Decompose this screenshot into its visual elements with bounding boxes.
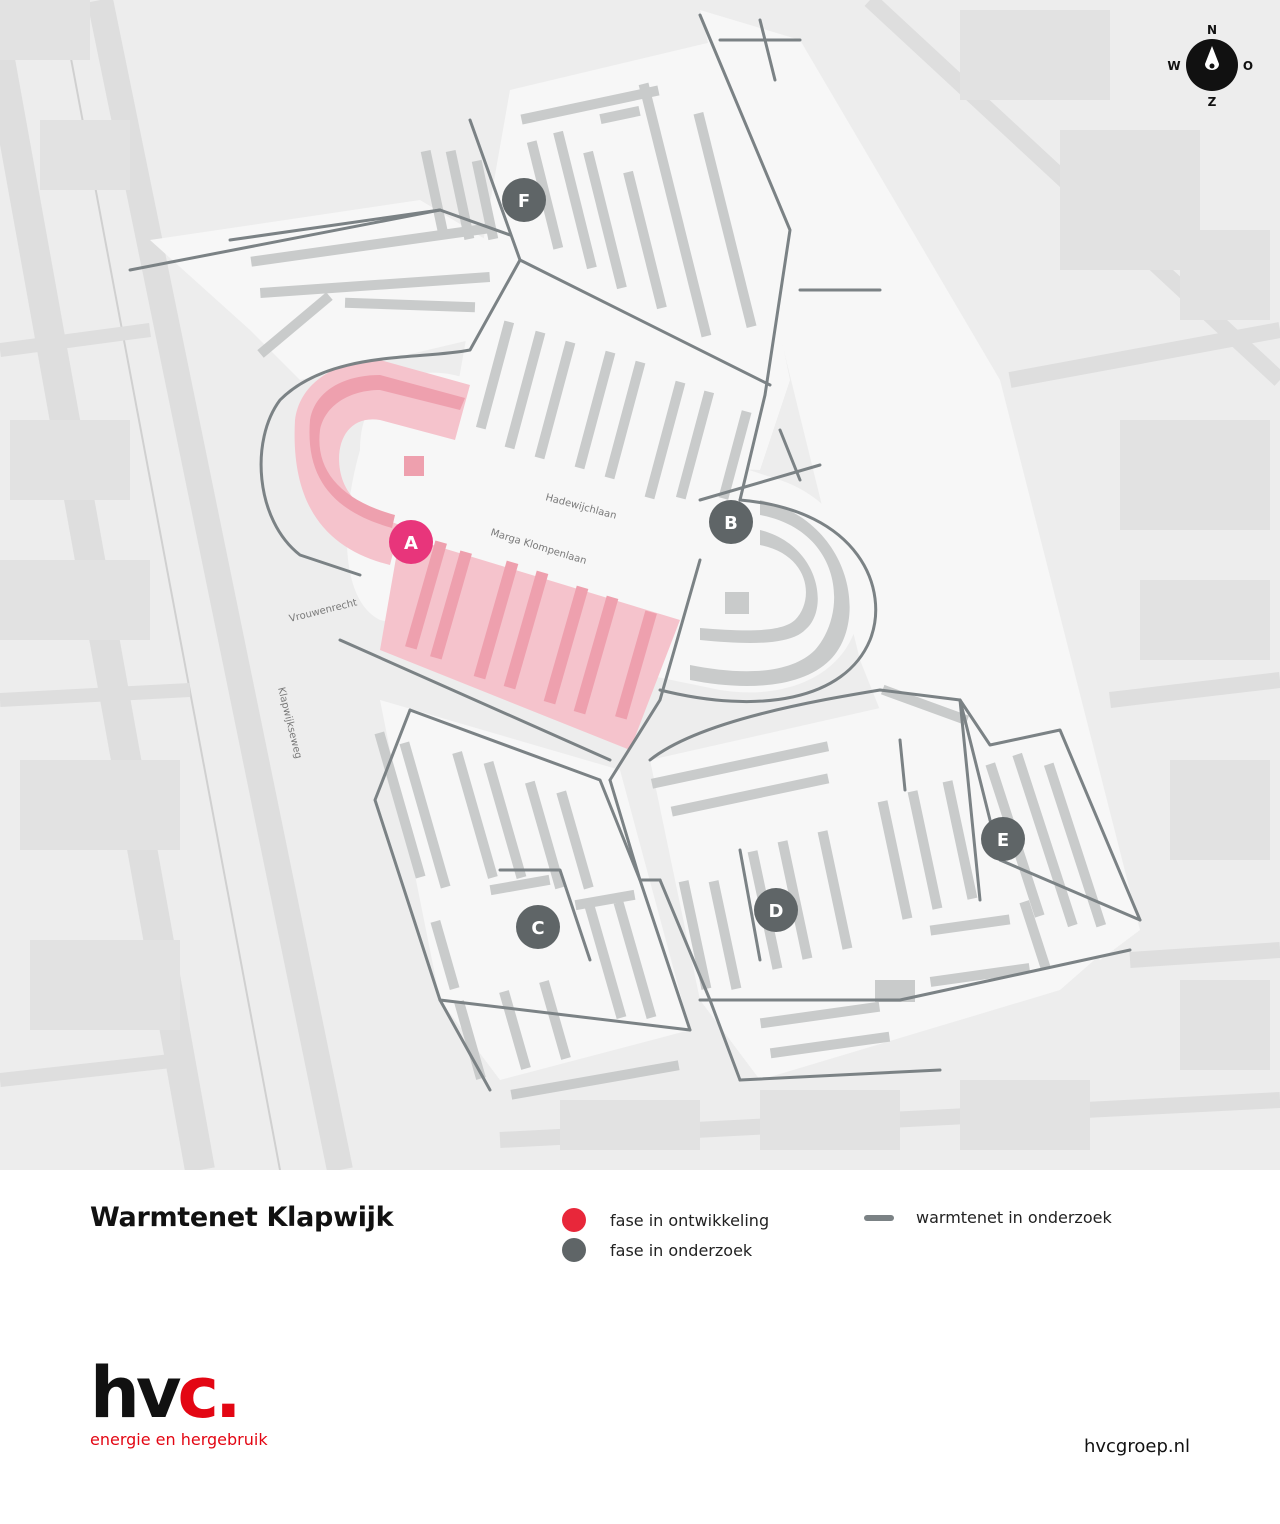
building-rows <box>250 82 1107 1100</box>
legend-title: Warmtenet Klapwijk <box>90 1202 394 1233</box>
map-canvas[interactable]: Hadewijchlaan Marga Klompenlaan Vrouwenr… <box>0 0 1280 1170</box>
legend-line-icon <box>864 1214 894 1221</box>
phase-marker-b-label: B <box>724 513 738 534</box>
legend-label-research: fase in onderzoek <box>610 1240 753 1260</box>
phase-marker-b[interactable]: B <box>709 500 753 544</box>
compass-west: W <box>1167 59 1180 73</box>
legend-item-development: fase in ontwikkeling <box>562 1208 769 1232</box>
compass-south: Z <box>1208 95 1217 109</box>
phase-marker-e[interactable]: E <box>981 817 1025 861</box>
phase-marker-d[interactable]: D <box>754 888 798 932</box>
phase-a-area <box>294 360 680 750</box>
phase-marker-d-label: D <box>769 901 784 922</box>
map[interactable]: Hadewijchlaan Marga Klompenlaan Vrouwenr… <box>0 0 1280 1170</box>
phase-marker-a[interactable]: A <box>389 520 433 564</box>
legend-label-development: fase in ontwikkeling <box>610 1210 770 1230</box>
phase-marker-a-label: A <box>404 533 418 554</box>
compass-north: N <box>1207 23 1217 37</box>
compass-east: O <box>1243 59 1253 73</box>
legend-item-network: warmtenet in onderzoek <box>864 1208 1112 1227</box>
phase-marker-f[interactable]: F <box>502 178 546 222</box>
hvc-tagline: energie en hergebruik <box>90 1430 268 1449</box>
legend-dot-grey <box>562 1238 586 1262</box>
phase-marker-c[interactable]: C <box>516 905 560 949</box>
phase-marker-e-label: E <box>997 830 1009 851</box>
legend-label-network: warmtenet in onderzoek <box>916 1208 1112 1227</box>
phase-marker-f-label: F <box>518 191 530 212</box>
legend-item-research: fase in onderzoek <box>562 1238 752 1262</box>
heat-network-lines <box>128 13 1142 1092</box>
hvc-wordmark-main: hv <box>90 1352 181 1434</box>
hvc-logo[interactable]: hvc. energie en hergebruik <box>90 1358 268 1449</box>
compass-icon: N O Z W <box>1167 23 1253 109</box>
legend-panel <box>0 1170 1280 1524</box>
website-link[interactable]: hvcgroep.nl <box>1083 1436 1190 1457</box>
street-label-klapwijkseweg: Klapwijkseweg <box>275 686 303 760</box>
legend-dot-red <box>562 1208 586 1232</box>
background-buildings <box>0 0 1270 1150</box>
hvc-wordmark: hvc. <box>90 1358 268 1428</box>
street-label-vrouwenrecht: Vrouwenrecht <box>288 597 358 625</box>
hvc-wordmark-accent: c. <box>177 1352 241 1434</box>
phase-marker-c-label: C <box>531 918 544 939</box>
